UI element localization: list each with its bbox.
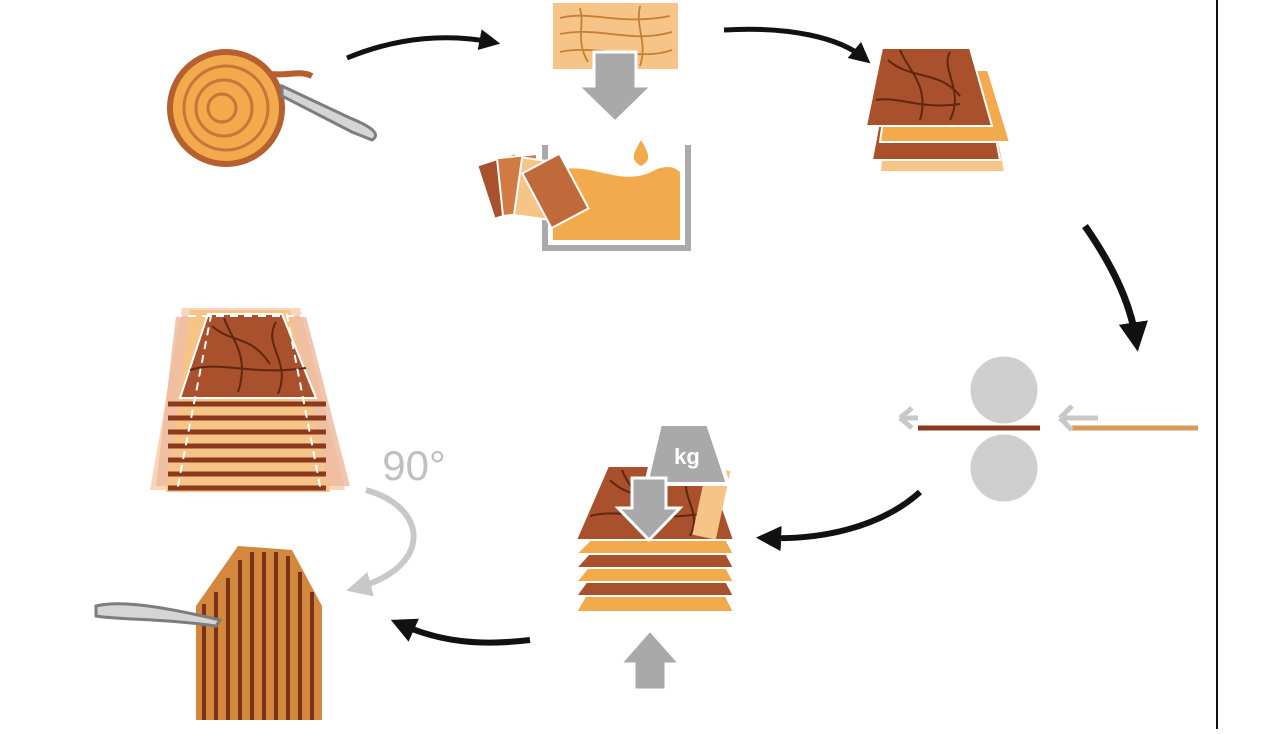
dye-drop-icon	[633, 140, 649, 166]
rotated-stack-icon	[150, 299, 350, 497]
color-swatch-fan-icon	[476, 151, 590, 230]
log-circle	[167, 49, 285, 167]
flow-arrow-4	[755, 489, 923, 552]
press-down-arrow-icon	[614, 476, 684, 543]
bottom-roller	[967, 431, 1041, 505]
entry-arrow-icon	[1058, 404, 1098, 432]
dye-liquid	[553, 166, 680, 240]
peeled-veneer	[269, 70, 314, 79]
roller-press-icon	[898, 353, 1198, 505]
flow-arrow-1	[346, 29, 501, 61]
press-up-arrow-icon	[616, 627, 684, 692]
slicing-block-icon	[94, 546, 322, 720]
weight-label: kg	[674, 444, 700, 469]
veneer-sheets-icon	[864, 47, 1012, 173]
top-roller	[967, 353, 1041, 427]
right-edge-line	[1216, 0, 1218, 729]
down-arrow-icon	[574, 50, 656, 125]
flow-arrow-5	[390, 618, 531, 646]
peeling-knife-icon	[280, 83, 377, 142]
weight-press-icon: kg	[573, 407, 736, 692]
rotation-label: 90°	[382, 442, 446, 489]
flow-arrow-3	[1082, 224, 1148, 352]
log-peeling-icon	[167, 49, 377, 167]
flow-arrow-2	[723, 26, 871, 64]
dye-bath-icon	[476, 3, 691, 251]
slicing-knife-icon	[94, 602, 223, 628]
weight-kg-icon	[643, 422, 731, 486]
exit-arrow-icon	[898, 406, 918, 430]
rotation-arrow-icon	[346, 487, 417, 597]
